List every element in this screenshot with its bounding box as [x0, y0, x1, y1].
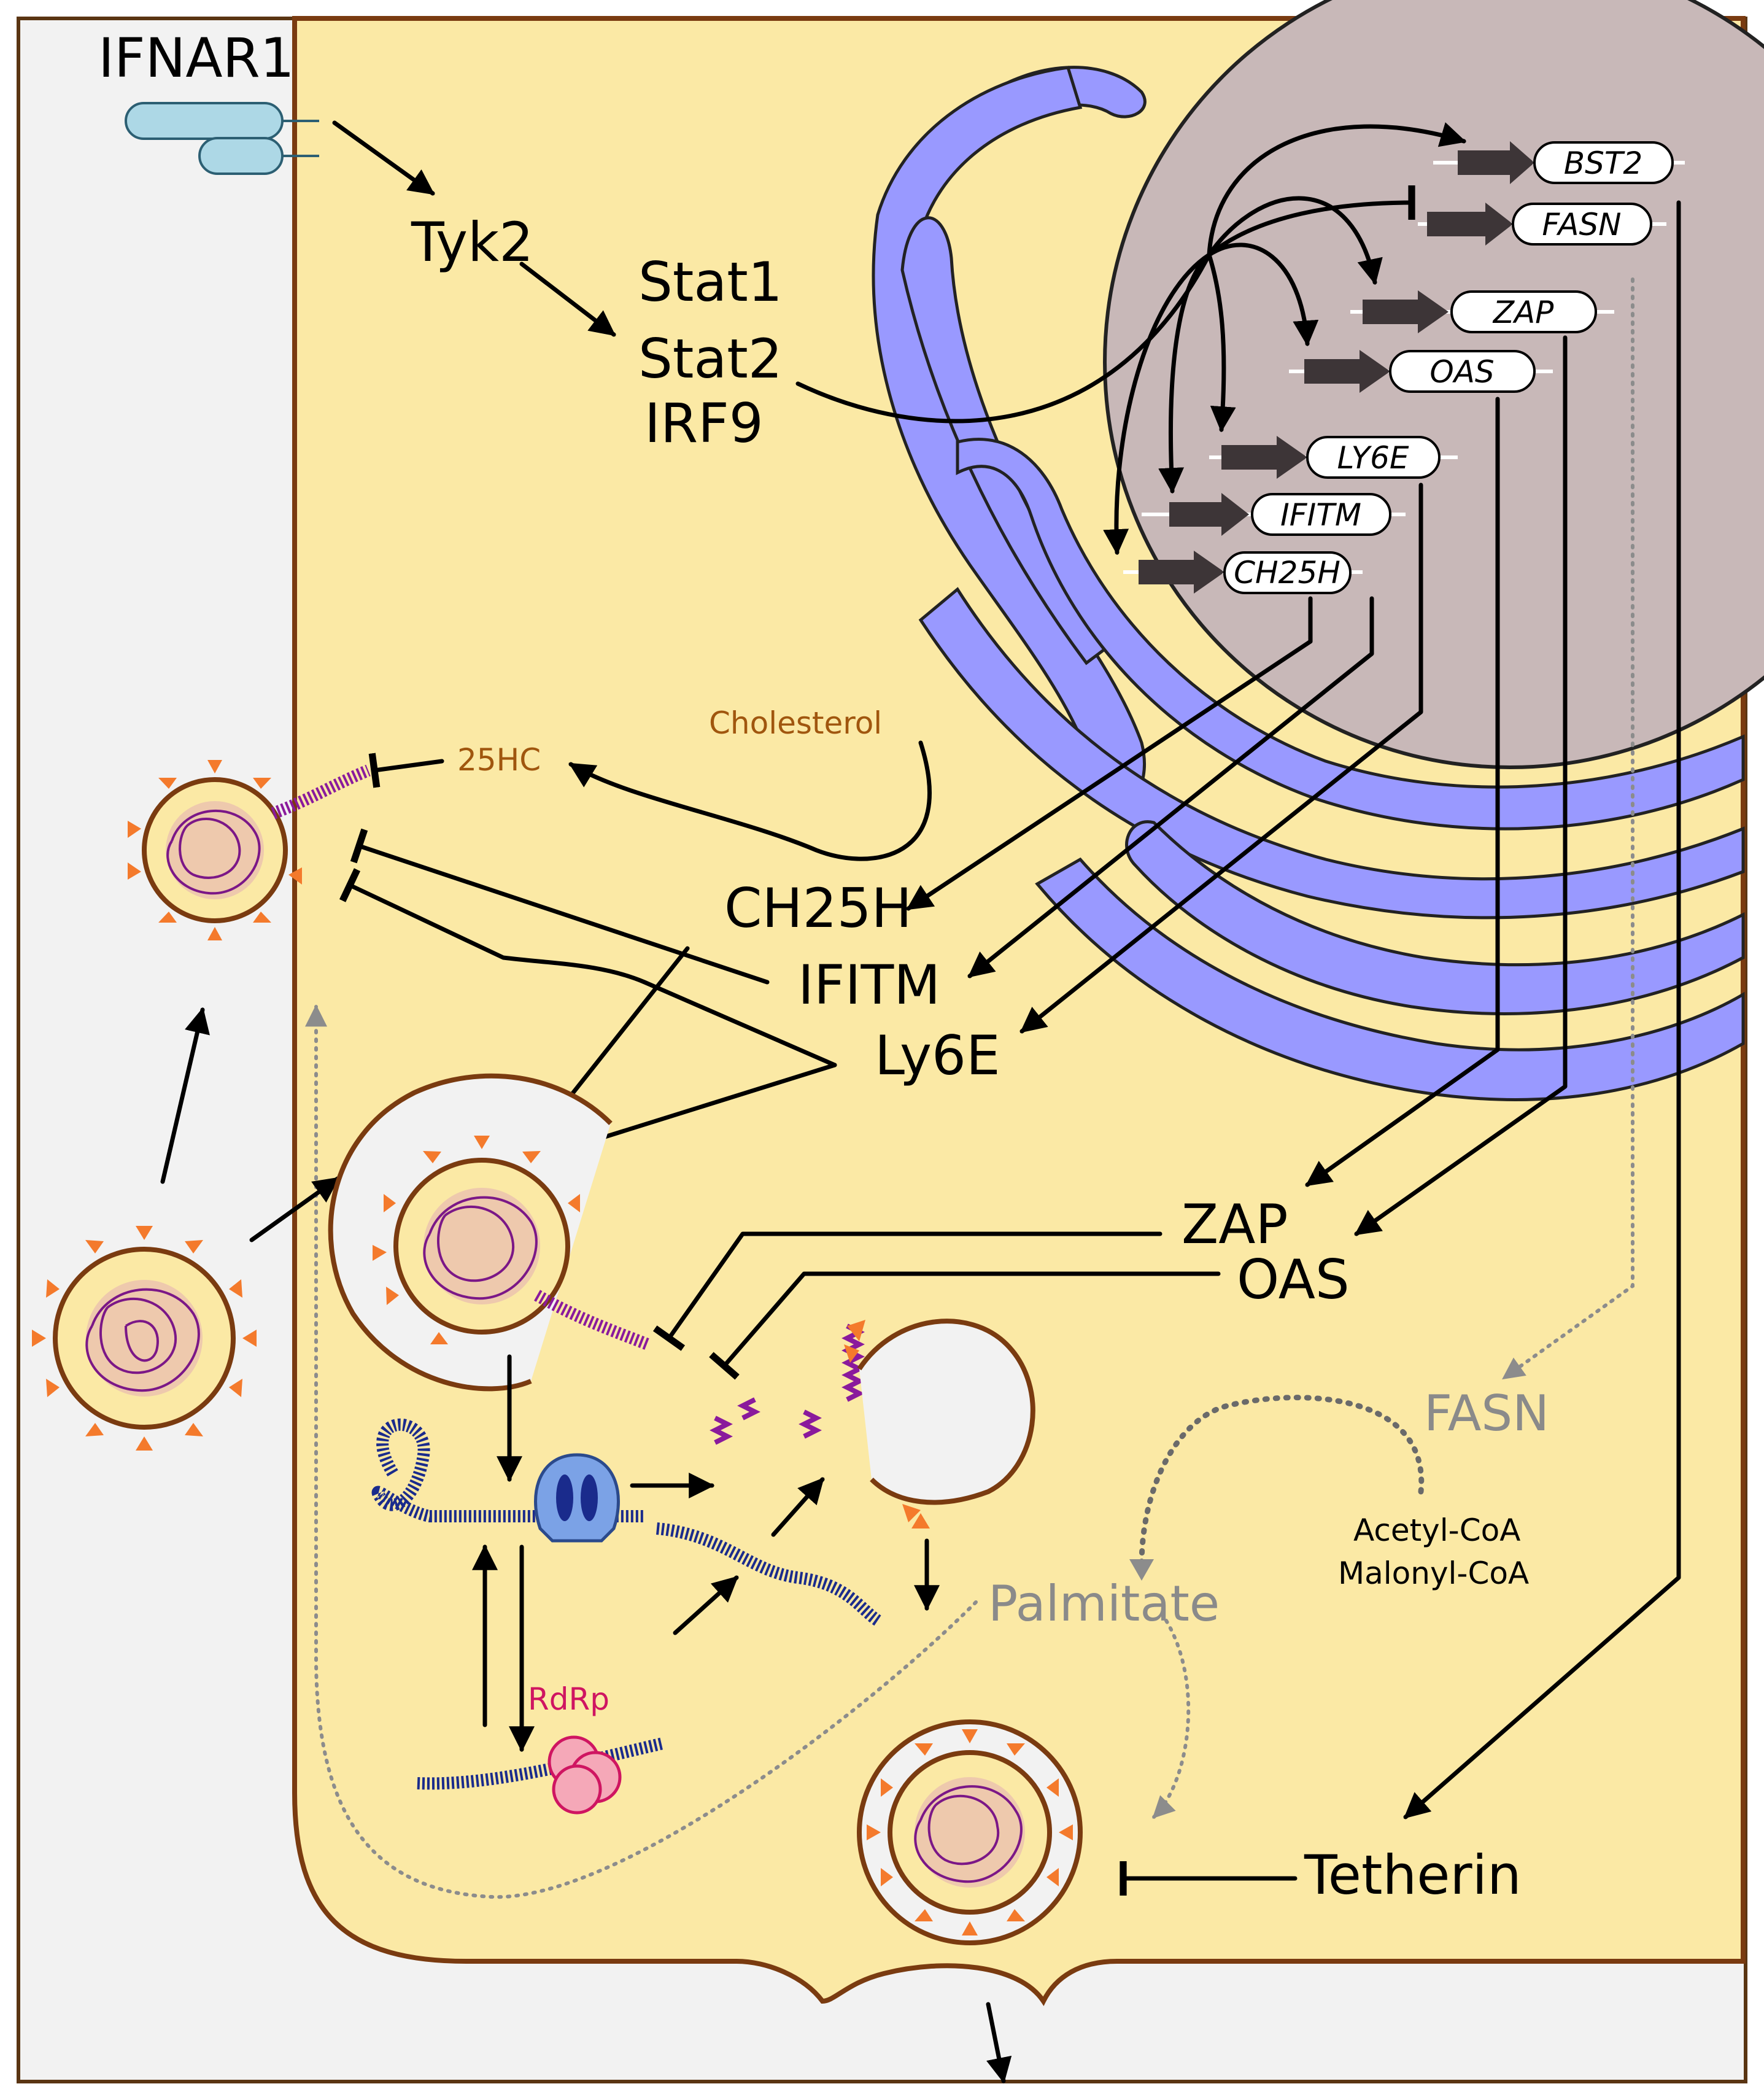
gene-oas: OAS	[1289, 350, 1553, 393]
transcription-arrows	[1103, 122, 1467, 556]
rdrp-label: RdRp	[528, 1681, 609, 1717]
gene-zap: ZAP	[1350, 290, 1614, 333]
endoplasmic-reticulum	[872, 66, 1745, 1101]
inhibit-zap	[652, 1231, 1162, 1351]
protein-zap: ZAP	[1182, 1193, 1288, 1256]
stat-import-path	[795, 252, 1212, 424]
protein-ch25h: CH25H	[724, 877, 912, 940]
protein-fasn: FASN	[1424, 1385, 1549, 1442]
ifnar1-label: IFNAR1	[98, 26, 295, 90]
virion-membrane-fusion	[128, 760, 371, 940]
protein-ly6e: Ly6E	[875, 1024, 1000, 1087]
gene-ifitm: IFITM	[1142, 493, 1406, 536]
inhibit-ly6e-endosome	[581, 1063, 837, 1160]
fasn-to-palmitate	[1139, 1395, 1425, 1568]
malonyl-coa-label: Malonyl-CoA	[1338, 1556, 1529, 1591]
arrow-cholesterol-25hc	[568, 740, 932, 861]
gene-label-oas: OAS	[1429, 354, 1494, 390]
inhibit-oas	[709, 1271, 1221, 1380]
gene-label-zap: ZAP	[1492, 295, 1554, 330]
gene-fasn: FASN	[1418, 203, 1666, 246]
gene-ch25h: CH25H	[1123, 551, 1363, 594]
gene-ly6e: LY6E	[1209, 436, 1458, 479]
virion-budding	[857, 1719, 1083, 1945]
ribosome	[534, 1453, 620, 1543]
arrow-subgenomic-assembly	[673, 1575, 739, 1635]
arrow-entry-endosome	[249, 1176, 340, 1242]
gene-bst2: BST2	[1433, 141, 1685, 184]
endosome-virion	[328, 1073, 650, 1392]
stat2-label: Stat2	[638, 327, 783, 390]
acetyl-coa-label: Acetyl-CoA	[1353, 1513, 1520, 1548]
protein-ifitm: IFITM	[798, 953, 940, 1017]
protein-tetherin: Tetherin	[1304, 1843, 1522, 1907]
negative-strand-rna	[417, 1737, 665, 1790]
arrow-release	[986, 2002, 1012, 2084]
palmitate-arrowhead	[1129, 1559, 1154, 1581]
subgenomic-rna	[656, 1522, 881, 1626]
rdrp-enzyme	[547, 1735, 622, 1815]
gene-label-ly6e: LY6E	[1337, 440, 1409, 476]
arrow-tyk2-stat	[519, 262, 616, 337]
palmitate-label: Palmitate	[988, 1575, 1220, 1632]
irf9-label: IRF9	[644, 392, 764, 455]
ifnar1-receptor	[125, 102, 319, 175]
arrow-entry-direct	[160, 1007, 210, 1184]
protein-oas: OAS	[1237, 1248, 1350, 1311]
hc25-label: 25HC	[457, 742, 541, 778]
inhibit-ifitm-virion	[350, 828, 770, 985]
stat1-label: Stat1	[638, 250, 783, 314]
inhibit-ly6e-virion	[339, 868, 837, 1067]
palmitate-to-membrane	[305, 1004, 978, 1899]
genomic-rna	[371, 1418, 644, 1522]
inhibit-ifitm-endosome	[543, 946, 690, 1125]
gene-label-bst2: BST2	[1564, 145, 1642, 181]
tyk2-label: Tyk2	[411, 211, 533, 274]
ergic-vesicle	[844, 1319, 1035, 1529]
arrow-ifnar1-tyk2	[332, 120, 435, 196]
gene-label-ifitm: IFITM	[1280, 497, 1361, 533]
gene-label-ch25h: CH25H	[1234, 555, 1340, 591]
inhibit-25hc	[368, 753, 444, 788]
nucleocapsid-fragments	[710, 1323, 865, 1445]
arrow-to-membrane-proteins	[771, 1477, 825, 1537]
virion-extracellular	[32, 1226, 257, 1451]
fasn-dotted-output	[1502, 277, 1634, 1380]
gene-output-lines	[906, 200, 1681, 1819]
gene-label-fasn: FASN	[1542, 207, 1621, 242]
palmitate-to-budding	[1152, 1619, 1191, 1819]
cholesterol-label: Cholesterol	[709, 705, 882, 741]
